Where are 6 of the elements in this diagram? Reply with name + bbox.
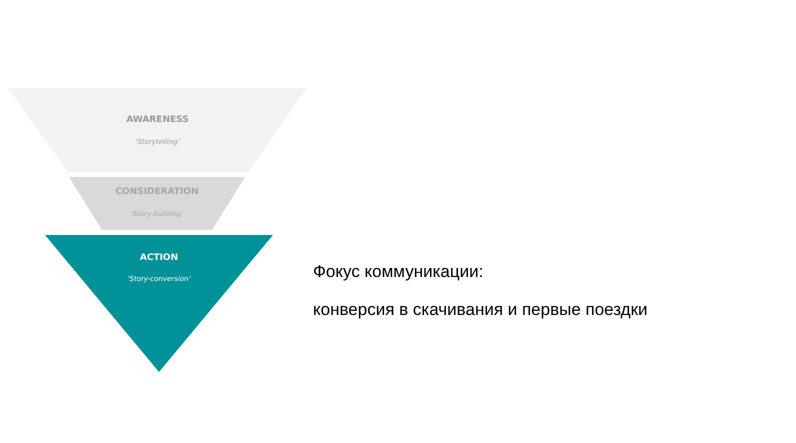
- focus-heading: Фокус коммуникации:: [313, 262, 484, 282]
- focus-text: конверсия в скачивания и первые поездки: [313, 300, 648, 320]
- funnel-segment: [69, 177, 245, 230]
- funnel-segment: [45, 235, 273, 372]
- stage-title: ACTION: [140, 253, 178, 263]
- stage-title: AWARENESS: [126, 115, 189, 125]
